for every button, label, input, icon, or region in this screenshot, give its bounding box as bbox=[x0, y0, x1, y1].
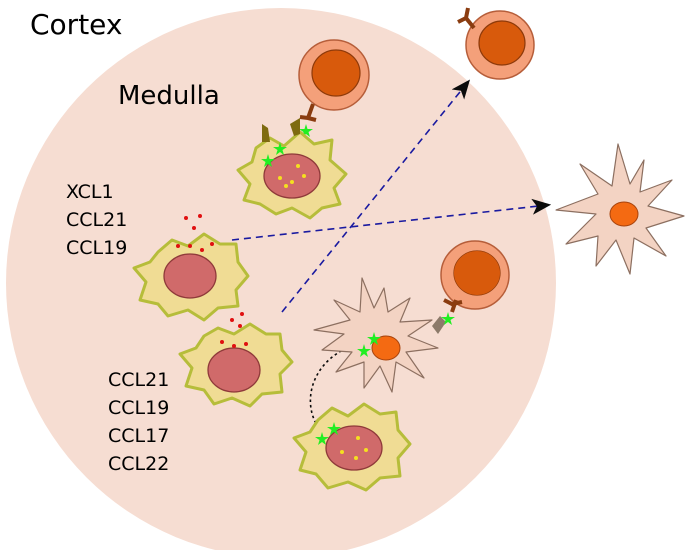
antigen-icon bbox=[261, 154, 275, 167]
antigen-icon bbox=[315, 432, 329, 445]
antigen-icon bbox=[299, 124, 313, 137]
antigen-icon bbox=[357, 344, 371, 357]
chemokine-dots bbox=[220, 312, 248, 348]
t-cell-top bbox=[298, 39, 370, 137]
chemokine-label-ccl21-top: CCL21 bbox=[66, 209, 127, 231]
chemokine-label-xcl1: XCL1 bbox=[66, 181, 114, 203]
antigen-icon bbox=[273, 142, 287, 155]
dendritic-cell-medulla bbox=[313, 277, 455, 393]
medulla-label: Medulla bbox=[118, 81, 220, 111]
antigen-icon bbox=[367, 332, 381, 345]
dendritic-cell-emigrated bbox=[555, 143, 685, 275]
chemokine-label-ccl19-bottom: CCL19 bbox=[108, 397, 169, 419]
t-cell-emigrated bbox=[457, 7, 535, 80]
chemokine-label-ccl21-bottom: CCL21 bbox=[108, 369, 169, 391]
mtec-middle bbox=[132, 214, 250, 322]
t-cell-middle bbox=[440, 240, 510, 313]
chemokine-label-ccl17: CCL17 bbox=[108, 425, 169, 447]
chemokine-label-ccl19-top: CCL19 bbox=[66, 237, 127, 259]
mtec-lower bbox=[178, 312, 294, 408]
migration-arrow-to-top-right bbox=[281, 79, 471, 313]
chemokine-label-ccl22: CCL22 bbox=[108, 453, 169, 475]
migration-arrow-to-dendritic bbox=[231, 198, 552, 241]
mtec-top bbox=[236, 118, 348, 220]
antigen-icon bbox=[327, 422, 341, 435]
chemokine-dots bbox=[176, 214, 214, 252]
mtec-bottom bbox=[292, 402, 412, 492]
antigen-icon bbox=[441, 312, 455, 325]
cortex-label: Cortex bbox=[30, 8, 122, 41]
